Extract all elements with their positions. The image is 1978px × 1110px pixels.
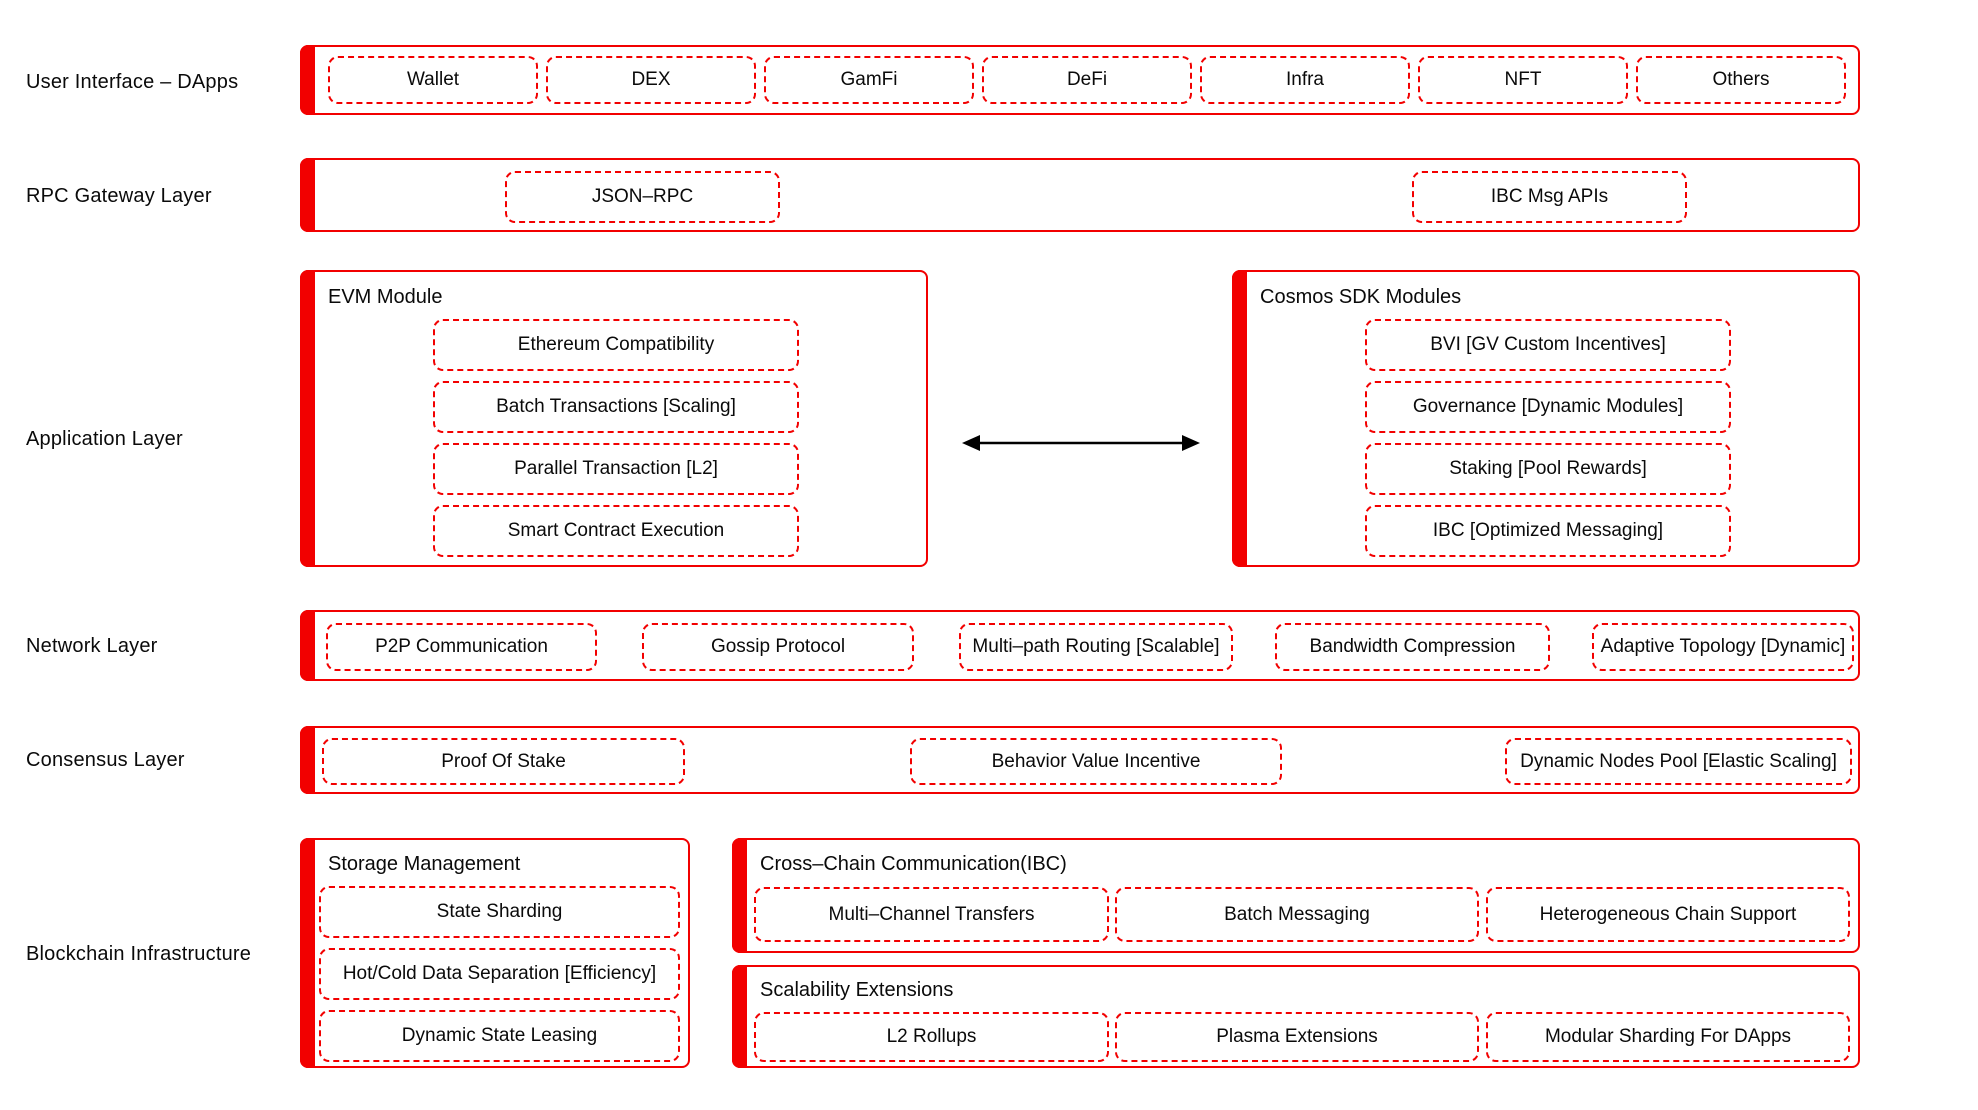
rpc-box-json-rpc: JSON–RPC [505, 171, 780, 223]
cosmos-box-bvi: BVI [GV Custom Incentives] [1365, 319, 1731, 371]
scalability-box-l2-rollups: L2 Rollups [754, 1012, 1109, 1062]
cosmos-sdk-title: Cosmos SDK Modules [1260, 286, 1462, 308]
scalability-extensions-container: Scalability Extensions L2 Rollups Plasma… [732, 965, 1860, 1068]
storage-box-hot-cold: Hot/Cold Data Separation [Efficiency] [319, 948, 680, 1000]
dapp-box-nft: NFT [1418, 56, 1628, 104]
red-accent-bar [300, 726, 315, 794]
red-accent-bar [1232, 270, 1247, 567]
red-accent-bar [732, 838, 747, 953]
layer-label-consensus: Consensus Layer [26, 749, 185, 771]
storage-box-state-leasing: Dynamic State Leasing [319, 1010, 680, 1062]
evm-box-smart-contract: Smart Contract Execution [433, 505, 799, 557]
evm-box-parallel-transaction: Parallel Transaction [L2] [433, 443, 799, 495]
dapp-box-wallet: Wallet [328, 56, 538, 104]
evm-box-ethereum-compatibility: Ethereum Compatibility [433, 319, 799, 371]
user-interface-container: Wallet DEX GamFi DeFi Infra NFT Others [300, 45, 1860, 115]
storage-box-state-sharding: State Sharding [319, 886, 680, 938]
cosmos-box-governance: Governance [Dynamic Modules] [1365, 381, 1731, 433]
dapp-box-row: Wallet DEX GamFi DeFi Infra NFT Others [328, 56, 1846, 104]
network-box-multipath: Multi–path Routing [Scalable] [959, 623, 1233, 671]
network-box-bandwidth: Bandwidth Compression [1275, 623, 1550, 671]
consensus-layer-container: Proof Of Stake Behavior Value Incentive … [300, 726, 1860, 794]
storage-management-title: Storage Management [328, 853, 521, 875]
cosmos-box-staking: Staking [Pool Rewards] [1365, 443, 1731, 495]
red-accent-bar [732, 965, 747, 1068]
layer-label-user-interface: User Interface – DApps [26, 71, 239, 93]
crosschain-box-multichannel: Multi–Channel Transfers [754, 887, 1109, 942]
layer-label-application: Application Layer [26, 428, 183, 450]
scalability-box-plasma: Plasma Extensions [1115, 1012, 1479, 1062]
scalability-extensions-title: Scalability Extensions [760, 979, 954, 1001]
layer-label-rpc-gateway: RPC Gateway Layer [26, 185, 212, 207]
consensus-box-nodes-pool: Dynamic Nodes Pool [Elastic Scaling] [1505, 738, 1852, 785]
dapp-box-dex: DEX [546, 56, 756, 104]
dapp-box-gamfi: GamFi [764, 56, 974, 104]
evm-module-container: EVM Module Ethereum Compatibility Batch … [300, 270, 928, 567]
network-box-gossip: Gossip Protocol [642, 623, 914, 671]
evm-cosmos-bidirectional-arrow-icon [962, 435, 1200, 451]
cross-chain-container: Cross–Chain Communication(IBC) Multi–Cha… [732, 838, 1860, 953]
cross-chain-title: Cross–Chain Communication(IBC) [760, 853, 1067, 875]
rpc-gateway-container: JSON–RPC IBC Msg APIs [300, 158, 1860, 232]
scalability-box-modular-sharding: Modular Sharding For DApps [1486, 1012, 1850, 1062]
network-box-p2p: P2P Communication [326, 623, 597, 671]
evm-module-title: EVM Module [328, 286, 443, 308]
consensus-box-bvi: Behavior Value Incentive [910, 738, 1282, 785]
red-accent-bar [300, 610, 315, 681]
evm-box-batch-transactions: Batch Transactions [Scaling] [433, 381, 799, 433]
rpc-box-ibc-msg-apis: IBC Msg APIs [1412, 171, 1687, 223]
layer-label-network: Network Layer [26, 635, 158, 657]
network-layer-container: P2P Communication Gossip Protocol Multi–… [300, 610, 1860, 681]
cosmos-box-ibc: IBC [Optimized Messaging] [1365, 505, 1731, 557]
red-accent-bar [300, 45, 315, 115]
network-box-topology: Adaptive Topology [Dynamic] [1592, 623, 1854, 671]
dapp-box-infra: Infra [1200, 56, 1410, 104]
crosschain-box-heterogeneous: Heterogeneous Chain Support [1486, 887, 1850, 942]
layer-label-blockchain-infrastructure: Blockchain Infrastructure [26, 943, 252, 965]
consensus-box-pos: Proof Of Stake [322, 738, 685, 785]
red-accent-bar [300, 158, 315, 232]
storage-management-container: Storage Management State Sharding Hot/Co… [300, 838, 690, 1068]
cosmos-sdk-container: Cosmos SDK Modules BVI [GV Custom Incent… [1232, 270, 1860, 567]
crosschain-box-batch-messaging: Batch Messaging [1115, 887, 1479, 942]
red-accent-bar [300, 270, 315, 567]
red-accent-bar [300, 838, 315, 1068]
dapp-box-others: Others [1636, 56, 1846, 104]
dapp-box-defi: DeFi [982, 56, 1192, 104]
